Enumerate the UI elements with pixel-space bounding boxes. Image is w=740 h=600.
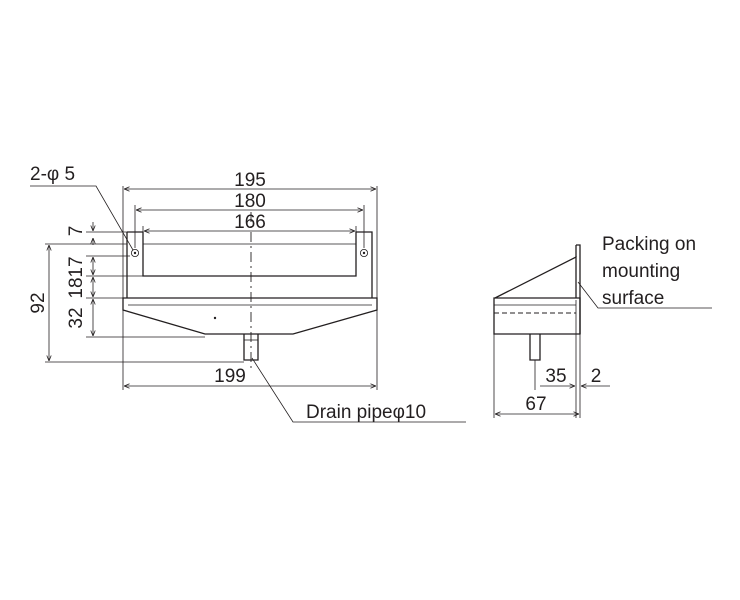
dim-180: 180 [134,191,365,248]
dim-67-label: 67 [525,394,546,415]
drain-tray [122,297,378,335]
dim-35-label: 35 [545,366,566,387]
dim-195-label: 195 [234,170,266,191]
side-bracket [494,244,581,334]
dim-92-label: 92 [28,292,49,313]
packing-callout: Packing on mounting surface [577,234,712,309]
mounting-plate [126,231,373,298]
mounting-hole-right [359,248,368,257]
dim-32-label: 32 [66,307,87,328]
dim-199: 199 [122,310,378,390]
drain-callout-label: Drain pipeφ10 [306,402,426,423]
hole-callout-label: 2-φ 5 [30,164,75,185]
drain-callout: Drain pipeφ10 [251,357,466,423]
dim-35: 35 [534,360,575,390]
side-tray [493,297,581,335]
dim-180-label: 180 [234,191,266,212]
packing-label-line-2: mounting [602,261,680,282]
front-view: 195 180 166 199 92 [28,164,466,423]
packing-label-line-3: surface [602,288,664,309]
dim-67: 67 [493,334,579,418]
dim-199-label: 199 [214,366,246,387]
dim-166: 166 [142,212,357,233]
dim-17-label: 17 [66,256,87,277]
dim-166-label: 166 [234,212,266,233]
dim-stack: 7 17 18 32 [66,222,205,338]
dim-195: 195 [122,170,378,298]
dim-92: 92 [28,243,244,363]
mounting-hole-left [130,248,139,257]
hole-callout: 2-φ 5 [30,164,134,251]
side-view: 35 2 67 Packing on mounting surface [493,234,712,418]
packing-label-line-1: Packing on [602,234,696,255]
dim-2: 2 [575,300,610,418]
side-drain-pipe [529,334,541,361]
dim-7-label: 7 [66,226,87,237]
dim-18-label: 18 [66,277,87,298]
dim-2-label: 2 [591,366,602,387]
